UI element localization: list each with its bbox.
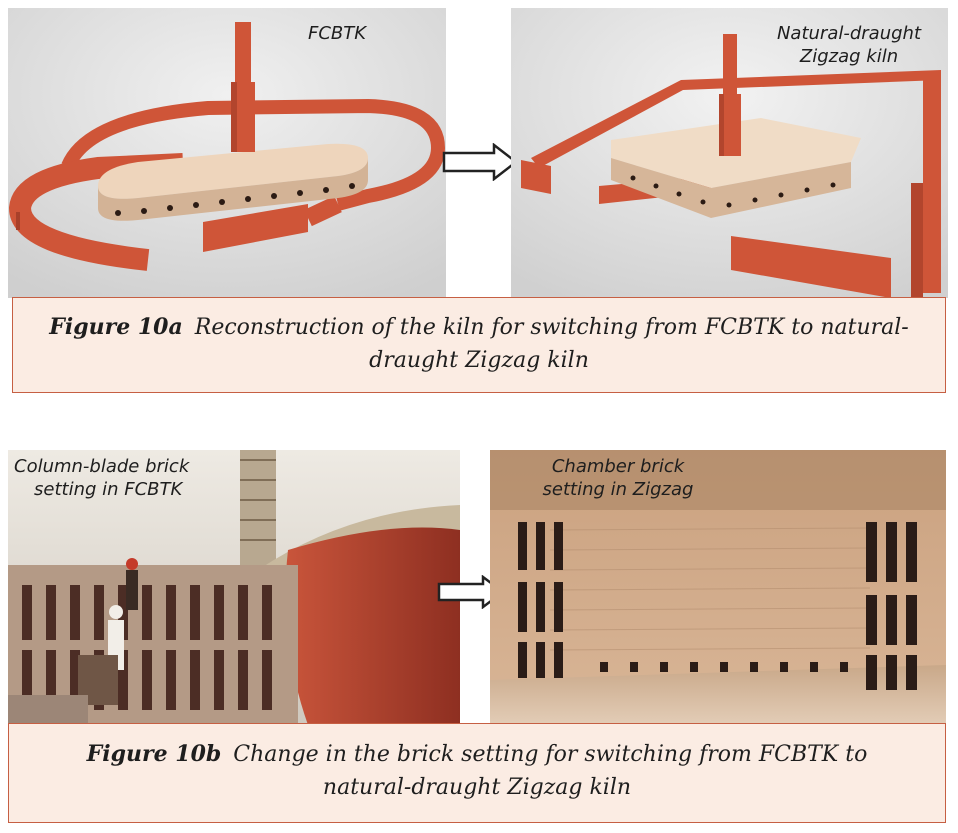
figure-10a-number: Figure 10a xyxy=(49,314,183,340)
right-arrow-icon xyxy=(442,143,519,181)
zigzag-setting-label-line1: Chamber brick xyxy=(551,456,685,477)
figure-10a-caption: Figure 10a Reconstruction of the kiln for… xyxy=(12,297,946,393)
zigzag-brick-setting-illustration xyxy=(490,450,946,725)
figure-10a-caption-text1: Reconstruction of the kiln for switching… xyxy=(194,315,909,340)
fcbtk-label: FCBTK xyxy=(308,23,367,44)
zigzag-label-line2: Zigzag kiln xyxy=(799,46,899,67)
zigzag-brick-setting-photo: Chamber brick setting in Zigzag xyxy=(490,450,946,725)
zigzag-label: Natural-draught Zigzag kiln xyxy=(759,22,939,68)
zigzag-setting-label-line2: setting in Zigzag xyxy=(542,479,694,500)
zigzag-kiln-render: Natural-draught Zigzag kiln xyxy=(511,8,948,298)
fcbtk-brick-setting-illustration xyxy=(8,450,460,725)
figure-10a-caption-line1: Figure 10a Reconstruction of the kiln for… xyxy=(13,311,945,344)
zigzag-kiln-illustration xyxy=(511,8,948,298)
fcbtk-brick-setting-photo: Column-blade brick setting in FCBTK xyxy=(8,450,460,725)
figure-10b-caption-line1: Figure 10b Change in the brick setting fo… xyxy=(9,738,945,771)
fcbtk-kiln-render: FCBTK xyxy=(8,8,446,298)
figure-10b-number: Figure 10b xyxy=(86,741,222,767)
figure-10b-caption: Figure 10b Change in the brick setting fo… xyxy=(8,723,946,823)
fcbtk-setting-label-line2: setting in FCBTK xyxy=(34,479,183,500)
fcbtk-setting-label: Column-blade brick setting in FCBTK xyxy=(14,455,189,501)
zigzag-setting-label: Chamber brick setting in Zigzag xyxy=(518,455,718,501)
figure-10a-caption-line2: draught Zigzag kiln xyxy=(369,348,589,373)
fcbtk-kiln-illustration xyxy=(8,8,446,298)
fcbtk-setting-label-line1: Column-blade brick xyxy=(14,456,190,477)
figure-10b-caption-line2: natural-draught Zigzag kiln xyxy=(322,775,632,800)
figure-10b-caption-text1: Change in the brick setting for switchin… xyxy=(233,742,868,767)
zigzag-label-line1: Natural-draught xyxy=(776,23,922,44)
